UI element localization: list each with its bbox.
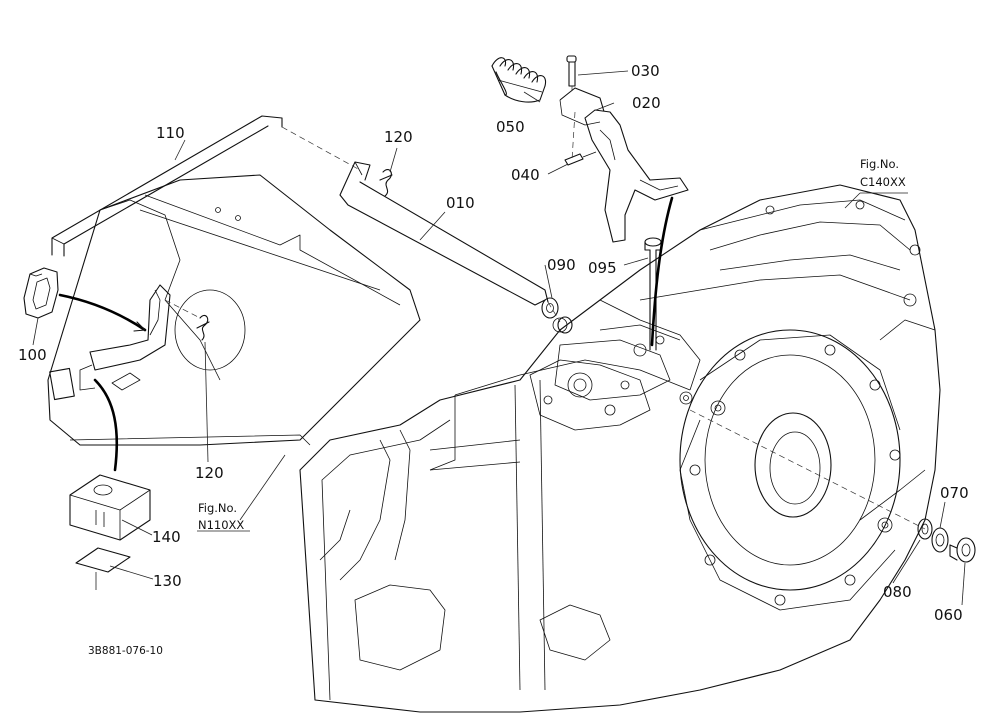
transmission-case xyxy=(299,184,941,713)
figure-ref-n110: Fig.No. N110XX xyxy=(198,501,244,532)
callout-120-lower: 120 xyxy=(195,464,224,482)
figure-ref-n110-line1: Fig.No. xyxy=(198,501,237,515)
figure-ref-c140-line1: Fig.No. xyxy=(860,157,899,171)
callout-040: 040 xyxy=(511,166,540,184)
cover-plate-assembly xyxy=(47,174,421,446)
part-095-rod xyxy=(644,237,662,351)
callout-labels: 010 020 030 040 050 060 070 080 090 095 … xyxy=(18,62,969,624)
part-140-block xyxy=(69,474,151,541)
figure-ref-c140-line2: C140XX xyxy=(860,175,906,189)
callout-110: 110 xyxy=(156,124,185,142)
assembly-guide-lines xyxy=(58,111,926,530)
part-120-clip-lower xyxy=(196,314,210,341)
part-120-clip-upper xyxy=(379,169,393,197)
callout-120-upper: 120 xyxy=(384,128,413,146)
part-010-shaft xyxy=(339,161,549,306)
callout-050: 050 xyxy=(496,118,525,136)
callout-140: 140 xyxy=(152,528,181,546)
part-080-ring xyxy=(917,518,933,540)
callout-090: 090 xyxy=(547,256,576,274)
callout-010: 010 xyxy=(446,194,475,212)
callout-070: 070 xyxy=(940,484,969,502)
part-040-roll-pin xyxy=(564,151,597,166)
callout-100: 100 xyxy=(18,346,47,364)
callout-030: 030 xyxy=(631,62,660,80)
part-130-gasket xyxy=(75,547,131,590)
part-090-washer xyxy=(541,297,573,334)
leader-lines xyxy=(32,70,966,606)
callout-080: 080 xyxy=(883,583,912,601)
callout-095: 095 xyxy=(588,259,617,277)
part-070-washer xyxy=(931,527,949,553)
callout-020: 020 xyxy=(632,94,661,112)
callout-060: 060 xyxy=(934,606,963,624)
part-050-spring xyxy=(491,57,547,103)
part-060-plug xyxy=(949,537,976,563)
part-020-shift-fork xyxy=(559,87,689,243)
figure-ref-c140: Fig.No. C140XX xyxy=(860,157,906,189)
figure-code: 3B881-076-10 xyxy=(88,645,163,657)
part-100-seal xyxy=(23,267,59,319)
figure-ref-n110-line2: N110XX xyxy=(198,518,244,532)
callout-130: 130 xyxy=(153,572,182,590)
part-110-rod xyxy=(51,115,361,257)
